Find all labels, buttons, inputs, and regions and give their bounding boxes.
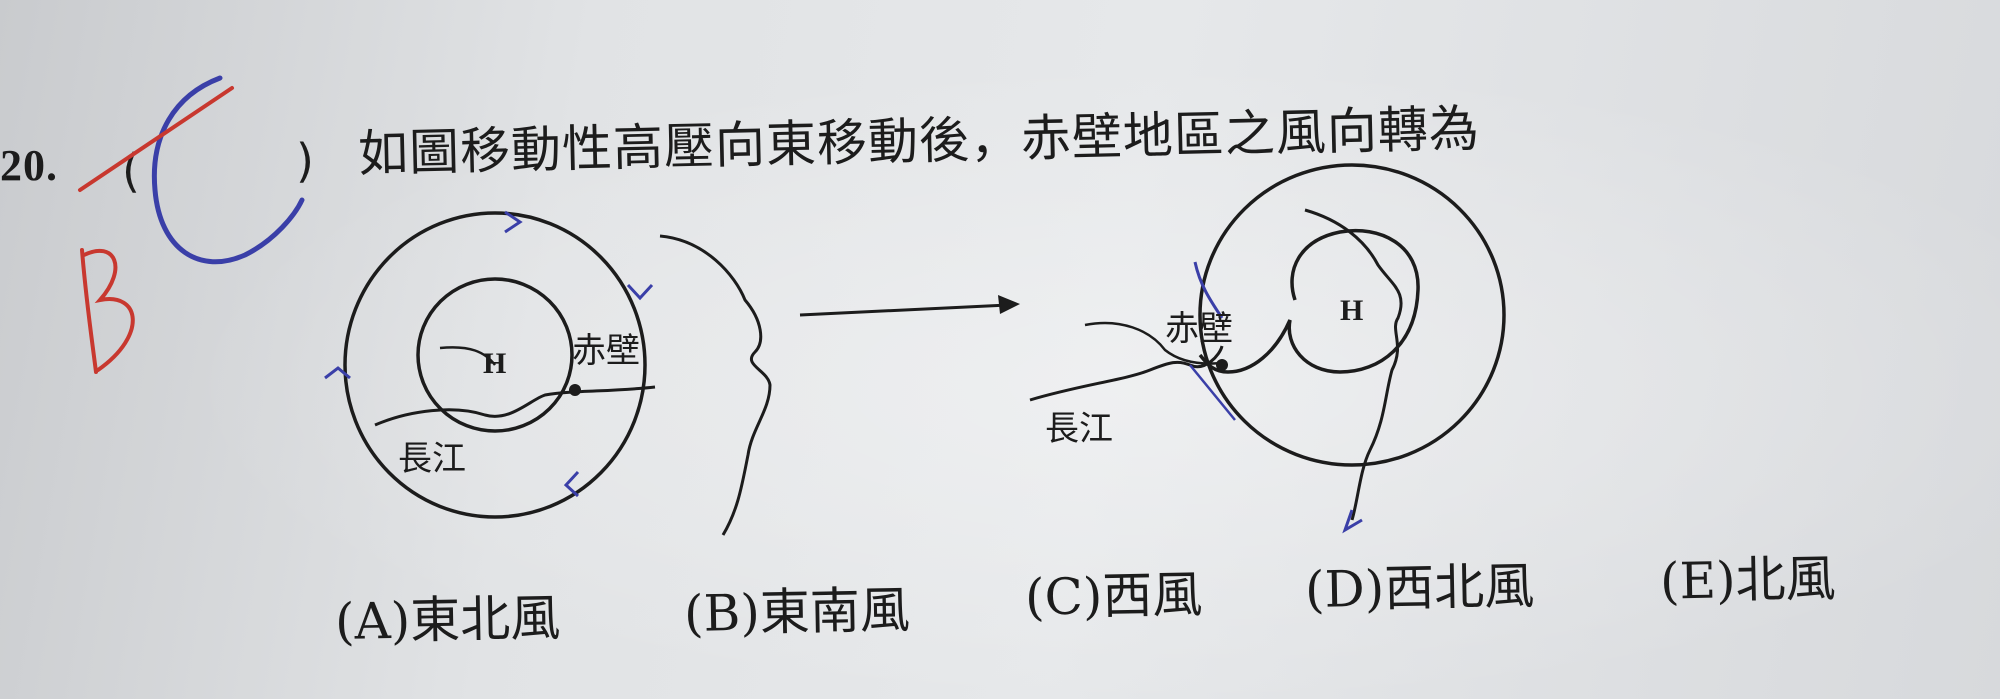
river-after xyxy=(1029,345,1224,402)
option-d[interactable]: (D)西北風 xyxy=(1304,557,1535,619)
wind-arrow-top xyxy=(504,210,523,234)
wind-arrow-upper-left xyxy=(1193,261,1224,319)
river-branch-before xyxy=(439,346,496,366)
river-branch-after xyxy=(1084,321,1223,365)
yangtze-label-before: 長江 xyxy=(398,439,466,479)
coastline-before xyxy=(659,234,772,536)
handwritten-red-b-mark xyxy=(80,248,135,374)
high-pressure-label-before: H xyxy=(483,347,506,380)
handwritten-answer xyxy=(78,75,305,374)
isobar-outer-before xyxy=(343,211,647,519)
wind-arrow-right xyxy=(626,283,654,301)
answer-paren-close: ) xyxy=(296,134,314,188)
wind-arrow-chibi xyxy=(1189,364,1236,421)
question-number: 20. xyxy=(0,141,58,190)
handwritten-blue-c-mark xyxy=(151,75,305,265)
option-e[interactable]: (E)北風 xyxy=(1659,549,1837,611)
yangtze-label-after: 長江 xyxy=(1045,409,1113,449)
wind-arrow-lower xyxy=(1342,509,1363,534)
wind-arrow-bottom xyxy=(563,470,580,498)
high-pressure-label-after: H xyxy=(1340,294,1363,327)
option-c[interactable]: (C)西風 xyxy=(1024,565,1203,627)
chibi-point-after xyxy=(1216,359,1228,371)
map-before xyxy=(324,210,772,536)
isobar-inner-after xyxy=(1198,228,1420,374)
handwritten-red-stroke xyxy=(78,86,234,192)
isobar-inner-before xyxy=(416,277,574,433)
chibi-label-after: 赤壁 xyxy=(1165,309,1233,349)
chibi-point-before xyxy=(569,384,581,396)
isobar-outer-after xyxy=(1198,163,1506,467)
wind-arrow-left xyxy=(324,366,351,380)
chibi-label-before: 赤壁 xyxy=(572,331,640,371)
right-arrow xyxy=(799,295,1020,317)
option-a[interactable]: (A)東北風 xyxy=(334,589,561,651)
map-after xyxy=(1029,163,1506,534)
river-before xyxy=(374,385,656,427)
option-b[interactable]: (B)東南風 xyxy=(683,581,911,643)
coastline-after xyxy=(1304,208,1403,521)
